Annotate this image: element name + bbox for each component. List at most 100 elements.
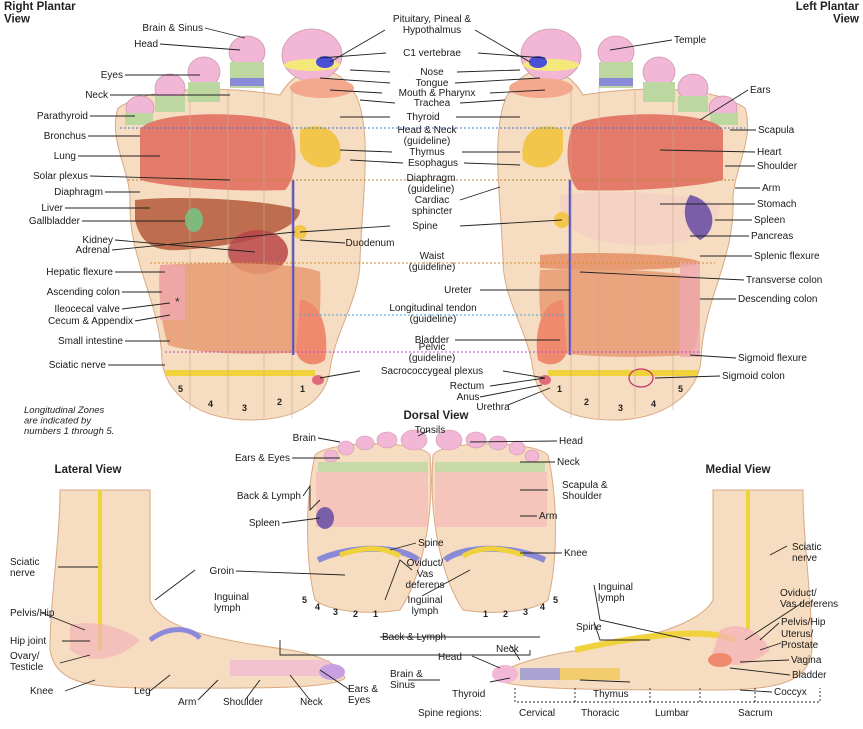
zone-number: 1 xyxy=(483,609,488,619)
label-small-intestine: Small intestine xyxy=(58,336,123,347)
spine-regions-label: Spine regions: xyxy=(418,708,482,719)
label-nose: Nose xyxy=(420,67,444,78)
zone-number: 1 xyxy=(300,384,305,394)
label-medial-bladder: Bladder xyxy=(792,670,827,681)
label-pelvis-hip: Pelvis/Hip xyxy=(10,608,55,619)
zone-number: 3 xyxy=(618,403,623,413)
label-rectum: Rectum xyxy=(450,381,484,392)
label-eyes: Eyes xyxy=(101,70,123,81)
center-labels: Pituitary, Pineal &Hypothalmus C1 verteb… xyxy=(346,14,511,413)
label-lateral-knee: Knee xyxy=(30,686,54,697)
label-dorsal-back-lymph: Back & Lymph xyxy=(237,491,301,502)
label-coccyx: Coccyx xyxy=(774,687,807,698)
label-dorsal-spleen: Spleen xyxy=(249,518,280,529)
zone-number: 3 xyxy=(242,403,247,413)
label-ovary-testicle: Ovary/Testicle xyxy=(10,651,44,673)
left-lung-zone xyxy=(568,114,723,190)
label-lateral-neck: Neck xyxy=(300,697,324,708)
label-medial-thyroid: Thyroid xyxy=(452,689,485,700)
label-ears: Ears xyxy=(750,85,771,96)
label-lung: Lung xyxy=(54,151,76,162)
label-sciatic-nerve: Sciatic nerve xyxy=(49,360,107,371)
zone-number: 4 xyxy=(651,399,656,409)
title-lateral: Lateral View xyxy=(55,464,122,476)
label-liver: Liver xyxy=(41,203,63,214)
label-leg: Leg xyxy=(134,686,151,697)
label-scapula: Scapula xyxy=(758,125,795,136)
label-sigmoid-flexure: Sigmoid flexure xyxy=(738,353,807,364)
label-head-neck-guideline: Head & Neck(guideline) xyxy=(398,125,458,147)
label-medial-pelvis-hip: Pelvis/Hip xyxy=(781,617,826,628)
zone-number: 3 xyxy=(523,607,528,617)
label-brain-sinus: Brain & Sinus xyxy=(142,23,203,34)
label-waist-guideline: Waist(guideline) xyxy=(409,251,456,273)
label-sigmoid-colon: Sigmoid colon xyxy=(722,371,785,382)
label-sacrococcygeal-plexus: Sacrococcygeal plexus xyxy=(381,366,483,377)
label-temple: Temple xyxy=(674,35,707,46)
label-dorsal-knee: Knee xyxy=(564,548,588,559)
label-medial-spine: Spine xyxy=(576,622,602,633)
label-dorsal-brain: Brain xyxy=(293,433,316,444)
right-lung-zone xyxy=(140,114,295,190)
label-c1-vertebrae: C1 vertebrae xyxy=(403,48,461,59)
label-hepatic-flexure: Hepatic flexure xyxy=(46,267,113,278)
label-esophagus: Esophagus xyxy=(408,158,458,169)
label-hip-joint: Hip joint xyxy=(10,636,46,647)
label-bronchus: Bronchus xyxy=(44,131,86,142)
spine-region-thoracic: Thoracic xyxy=(581,708,619,719)
left-big-toe xyxy=(521,29,581,81)
zone-number: 5 xyxy=(678,384,683,394)
label-shoulder: Shoulder xyxy=(757,161,798,172)
label-pituitary: Pituitary, Pineal &Hypothalmus xyxy=(393,14,472,36)
label-lateral-arm: Arm xyxy=(178,697,196,708)
zone-number: 5 xyxy=(302,595,307,605)
label-medial-oviduct: Oviduct/Vas deferens xyxy=(780,588,838,610)
svg-text:*: * xyxy=(175,295,180,309)
zone-number: 4 xyxy=(540,602,545,612)
title-dorsal: Dorsal View xyxy=(404,410,469,422)
label-neck: Neck xyxy=(85,90,109,101)
label-back-lymph: Back & Lymph xyxy=(382,632,446,643)
zone-number: 4 xyxy=(315,602,320,612)
label-dorsal-spine: Spine xyxy=(418,538,444,549)
label-medial-neck: Neck xyxy=(496,644,520,655)
label-vagina: Vagina xyxy=(791,655,822,666)
zone-number: 2 xyxy=(277,397,282,407)
title-medial: Medial View xyxy=(706,464,771,476)
label-diaphragm: Diaphragm xyxy=(54,187,103,198)
label-trachea: Trachea xyxy=(414,98,451,109)
label-groin: Groin xyxy=(210,566,234,577)
label-dorsal-head: Head xyxy=(559,436,583,447)
label-arm: Arm xyxy=(762,183,780,194)
spine-region-sacrum: Sacrum xyxy=(738,708,772,719)
zone-number: 5 xyxy=(553,595,558,605)
label-lateral-shoulder: Shoulder xyxy=(223,697,264,708)
zone-number: 2 xyxy=(503,609,508,619)
label-thymus: Thymus xyxy=(409,147,445,158)
label-thyroid: Thyroid xyxy=(406,112,439,123)
label-ureter: Ureter xyxy=(444,285,472,296)
label-descending-colon: Descending colon xyxy=(738,294,818,305)
right-plantar-foot: * xyxy=(115,29,365,420)
lateral-foot xyxy=(50,490,345,688)
label-heart: Heart xyxy=(757,147,782,158)
left-plantar-foot xyxy=(498,29,748,420)
label-pancreas: Pancreas xyxy=(751,231,793,242)
label-parathyroid: Parathyroid xyxy=(37,111,88,122)
label-dorsal-inguinal-lymph: Inguinallymph xyxy=(407,595,442,617)
label-adrenal: Adrenal xyxy=(76,245,110,256)
label-spine: Spine xyxy=(412,221,438,232)
label-solar-plexus: Solar plexus xyxy=(33,171,88,182)
label-transverse-colon: Transverse colon xyxy=(746,275,822,286)
label-ascending-colon: Ascending colon xyxy=(47,287,120,298)
label-lateral-ears-eyes: Ears &Eyes xyxy=(348,684,378,706)
label-splenic-flexure: Splenic flexure xyxy=(754,251,820,262)
